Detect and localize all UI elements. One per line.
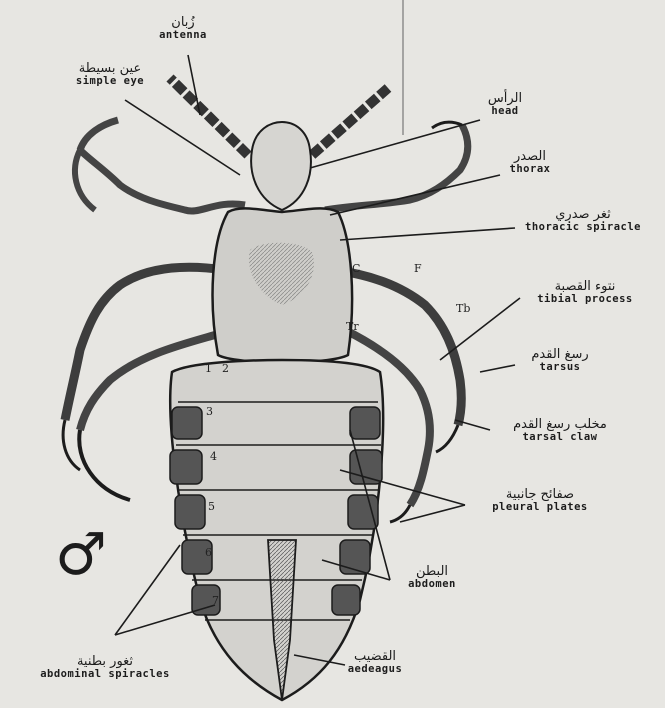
label-thorax-en: thorax bbox=[480, 164, 580, 175]
label-thoracic-spiracle-en: thoracic spiracle bbox=[505, 222, 661, 233]
label-pleural-plates: صفائح جانبية pleural plates bbox=[470, 488, 610, 513]
label-tarsal-claw: مخلب رسغ القدم tarsal claw bbox=[495, 418, 625, 443]
male-symbol: ♂ bbox=[55, 520, 107, 588]
leg-letter-femur: F bbox=[414, 262, 422, 275]
segment-number-1: 1 bbox=[205, 362, 212, 375]
label-aedeagus-ar: القضيب bbox=[320, 650, 430, 664]
label-abdomen-ar: البطن bbox=[382, 565, 482, 579]
label-tarsal-claw-ar: مخلب رسغ القدم bbox=[495, 418, 625, 432]
label-tibial-process-en: tibial process bbox=[510, 294, 660, 305]
label-abdomen-en: abdomen bbox=[382, 579, 482, 590]
label-antenna-ar: زُبان bbox=[128, 16, 238, 30]
label-aedeagus: القضيب aedeagus bbox=[320, 650, 430, 675]
leg-letter-coxa: C bbox=[352, 262, 360, 275]
label-abdominal-spiracles-en: abdominal spiracles bbox=[5, 669, 205, 680]
segment-number-5: 5 bbox=[208, 500, 215, 513]
label-simple-eye-en: simple eye bbox=[45, 76, 175, 87]
segment-number-2: 2 bbox=[222, 362, 229, 375]
label-head: الرأس head bbox=[455, 92, 555, 117]
label-abdominal-spiracles: ثغور بطنية abdominal spiracles bbox=[5, 655, 205, 680]
label-simple-eye: عين بسيطة simple eye bbox=[45, 62, 175, 87]
label-pleural-plates-ar: صفائح جانبية bbox=[470, 488, 610, 502]
label-tibial-process-ar: نتوء القصبة bbox=[510, 280, 660, 294]
label-tarsal-claw-en: tarsal claw bbox=[495, 432, 625, 443]
label-abdomen: البطن abdomen bbox=[382, 565, 482, 590]
segment-number-3: 3 bbox=[206, 405, 213, 418]
leg-letter-trochanter: Tr bbox=[346, 320, 359, 333]
label-tarsus-ar: رسغ القدم bbox=[505, 348, 615, 362]
label-head-en: head bbox=[455, 106, 555, 117]
label-thorax: الصدر thorax bbox=[480, 150, 580, 175]
label-tarsus-en: tarsus bbox=[505, 362, 615, 373]
leg-letter-tibia: Tb bbox=[456, 302, 470, 315]
label-tibial-process: نتوء القصبة tibial process bbox=[510, 280, 660, 305]
label-abdominal-spiracles-ar: ثغور بطنية bbox=[5, 655, 205, 669]
segment-number-4: 4 bbox=[210, 450, 217, 463]
label-tarsus: رسغ القدم tarsus bbox=[505, 348, 615, 373]
label-aedeagus-en: aedeagus bbox=[320, 664, 430, 675]
label-thoracic-spiracle-ar: ثغر صدري bbox=[505, 208, 661, 222]
label-thoracic-spiracle: ثغر صدري thoracic spiracle bbox=[505, 208, 661, 233]
label-head-ar: الرأس bbox=[455, 92, 555, 106]
label-antenna-en: antenna bbox=[128, 30, 238, 41]
label-pleural-plates-en: pleural plates bbox=[470, 502, 610, 513]
label-simple-eye-ar: عين بسيطة bbox=[45, 62, 175, 76]
label-antenna: زُبان antenna bbox=[128, 16, 238, 41]
label-thorax-ar: الصدر bbox=[480, 150, 580, 164]
segment-number-6: 6 bbox=[205, 546, 212, 559]
